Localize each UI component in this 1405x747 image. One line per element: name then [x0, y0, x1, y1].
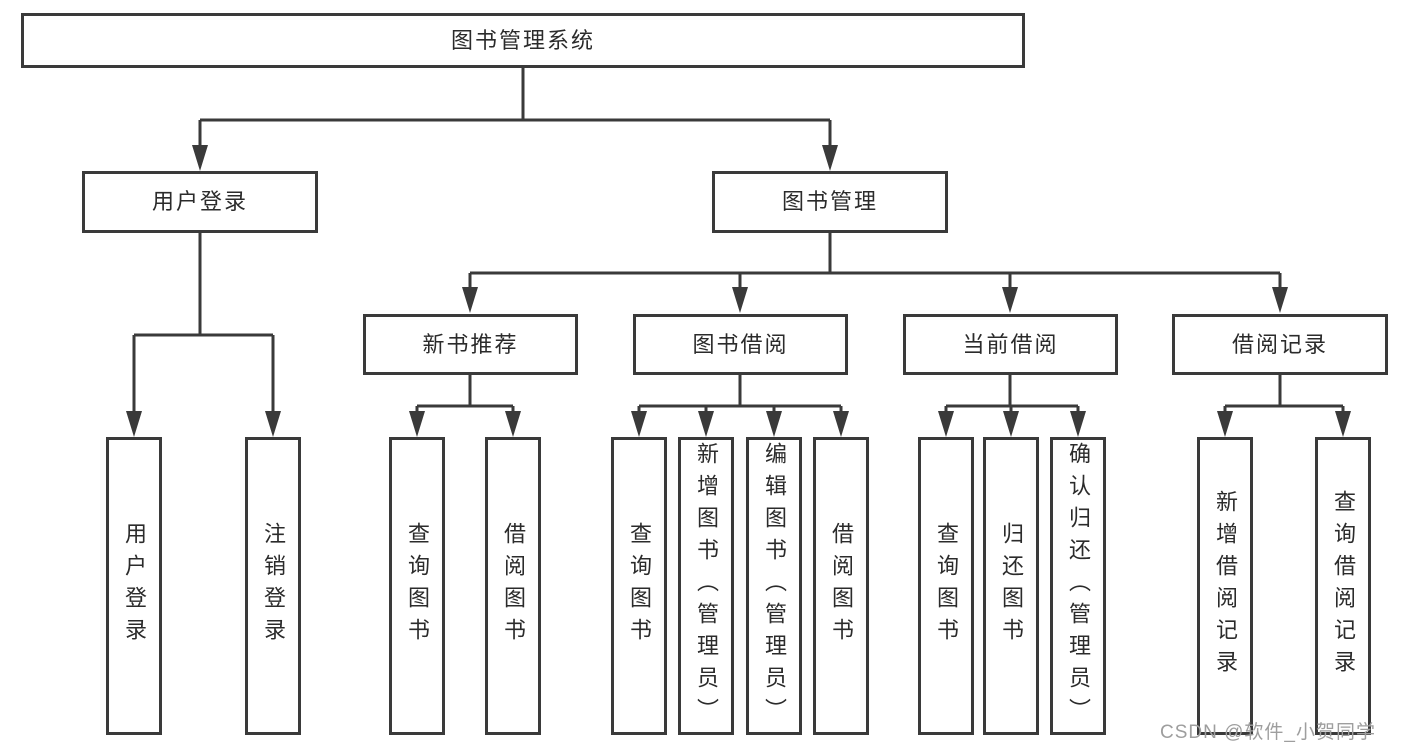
leaf-add-books-admin-label: 新增图书（管理员）: [694, 442, 719, 730]
leaf-borrow-books-borrowing: 借阅图书: [813, 437, 869, 735]
leaf-query-borrow-record-label: 查询借阅记录: [1331, 490, 1356, 682]
leaf-query-books-current-label: 查询图书: [934, 522, 959, 650]
node-current-borrowing-label: 当前借阅: [962, 331, 1059, 357]
node-book-management: 图书管理: [712, 171, 948, 233]
leaf-query-books-borrowing-label: 查询图书: [627, 522, 652, 650]
node-borrowing-records: 借阅记录: [1172, 314, 1388, 375]
leaf-query-books-borrowing: 查询图书: [611, 437, 667, 735]
leaf-return-books: 归还图书: [983, 437, 1039, 735]
leaf-borrow-books-recommend-label: 借阅图书: [501, 522, 526, 650]
leaf-query-books-current: 查询图书: [918, 437, 974, 735]
node-book-management-label: 图书管理: [781, 189, 878, 214]
leaf-edit-books-admin: 编辑图书（管理员）: [746, 437, 802, 735]
arrow-heads: [126, 145, 1351, 437]
node-book-borrowing: 图书借阅: [633, 314, 848, 375]
node-user-login: 用户登录: [82, 171, 318, 233]
leaf-query-borrow-record: 查询借阅记录: [1315, 437, 1371, 735]
node-root-label: 图书管理系统: [450, 27, 595, 53]
leaf-query-books-recommend: 查询图书: [389, 437, 445, 735]
leaf-edit-books-admin-label: 编辑图书（管理员）: [762, 442, 787, 730]
node-book-borrowing-label: 图书借阅: [692, 331, 789, 357]
node-current-borrowing: 当前借阅: [903, 314, 1118, 375]
leaf-logout-login: 注销登录: [245, 437, 301, 735]
leaf-add-books-admin: 新增图书（管理员）: [678, 437, 734, 735]
leaf-logout-login-label: 注销登录: [261, 522, 286, 650]
leaf-add-borrow-record-label: 新增借阅记录: [1213, 490, 1238, 682]
leaf-query-books-recommend-label: 查询图书: [405, 522, 430, 650]
node-root: 图书管理系统: [21, 13, 1025, 68]
node-new-book-recommendation-label: 新书推荐: [422, 331, 519, 357]
node-new-book-recommendation: 新书推荐: [363, 314, 578, 375]
leaf-borrow-books-recommend: 借阅图书: [485, 437, 541, 735]
node-borrowing-records-label: 借阅记录: [1231, 331, 1328, 357]
leaf-user-login-label: 用户登录: [122, 522, 147, 650]
leaf-add-borrow-record: 新增借阅记录: [1197, 437, 1253, 735]
leaf-confirm-return-admin: 确认归还（管理员）: [1050, 437, 1106, 735]
node-user-login-label: 用户登录: [151, 189, 248, 214]
leaf-borrow-books-borrowing-label: 借阅图书: [829, 522, 854, 650]
leaf-confirm-return-admin-label: 确认归还（管理员）: [1066, 442, 1091, 730]
leaf-user-login: 用户登录: [106, 437, 162, 735]
tree-edges: [132, 68, 1345, 412]
leaf-return-books-label: 归还图书: [999, 522, 1024, 650]
csdn-watermark: CSDN @软件_小贺同学: [1160, 722, 1376, 743]
